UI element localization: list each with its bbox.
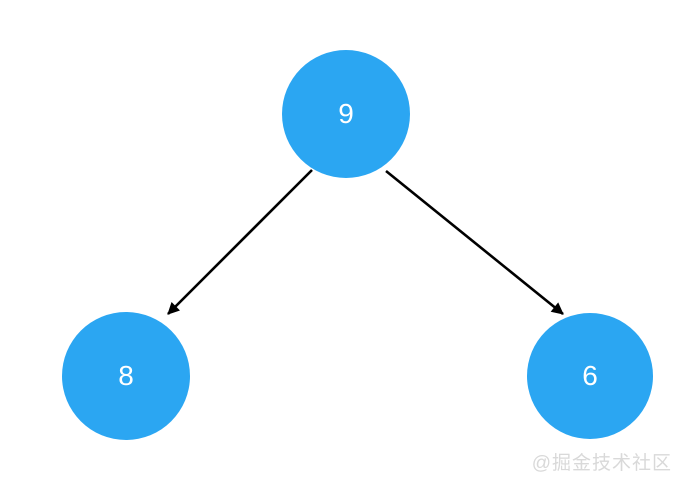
tree-node-root: 9: [282, 50, 410, 178]
tree-node-right-child: 6: [527, 313, 653, 439]
node-label-left-child: 8: [118, 360, 134, 391]
node-label-root: 9: [338, 98, 354, 129]
edge-root-to-right-child: [385, 169, 564, 316]
watermark: @掘金技术社区: [531, 453, 672, 474]
edge-root-to-left-child: [167, 169, 313, 315]
tree-node-left-child: 8: [62, 312, 190, 440]
node-label-right-child: 6: [582, 360, 598, 391]
